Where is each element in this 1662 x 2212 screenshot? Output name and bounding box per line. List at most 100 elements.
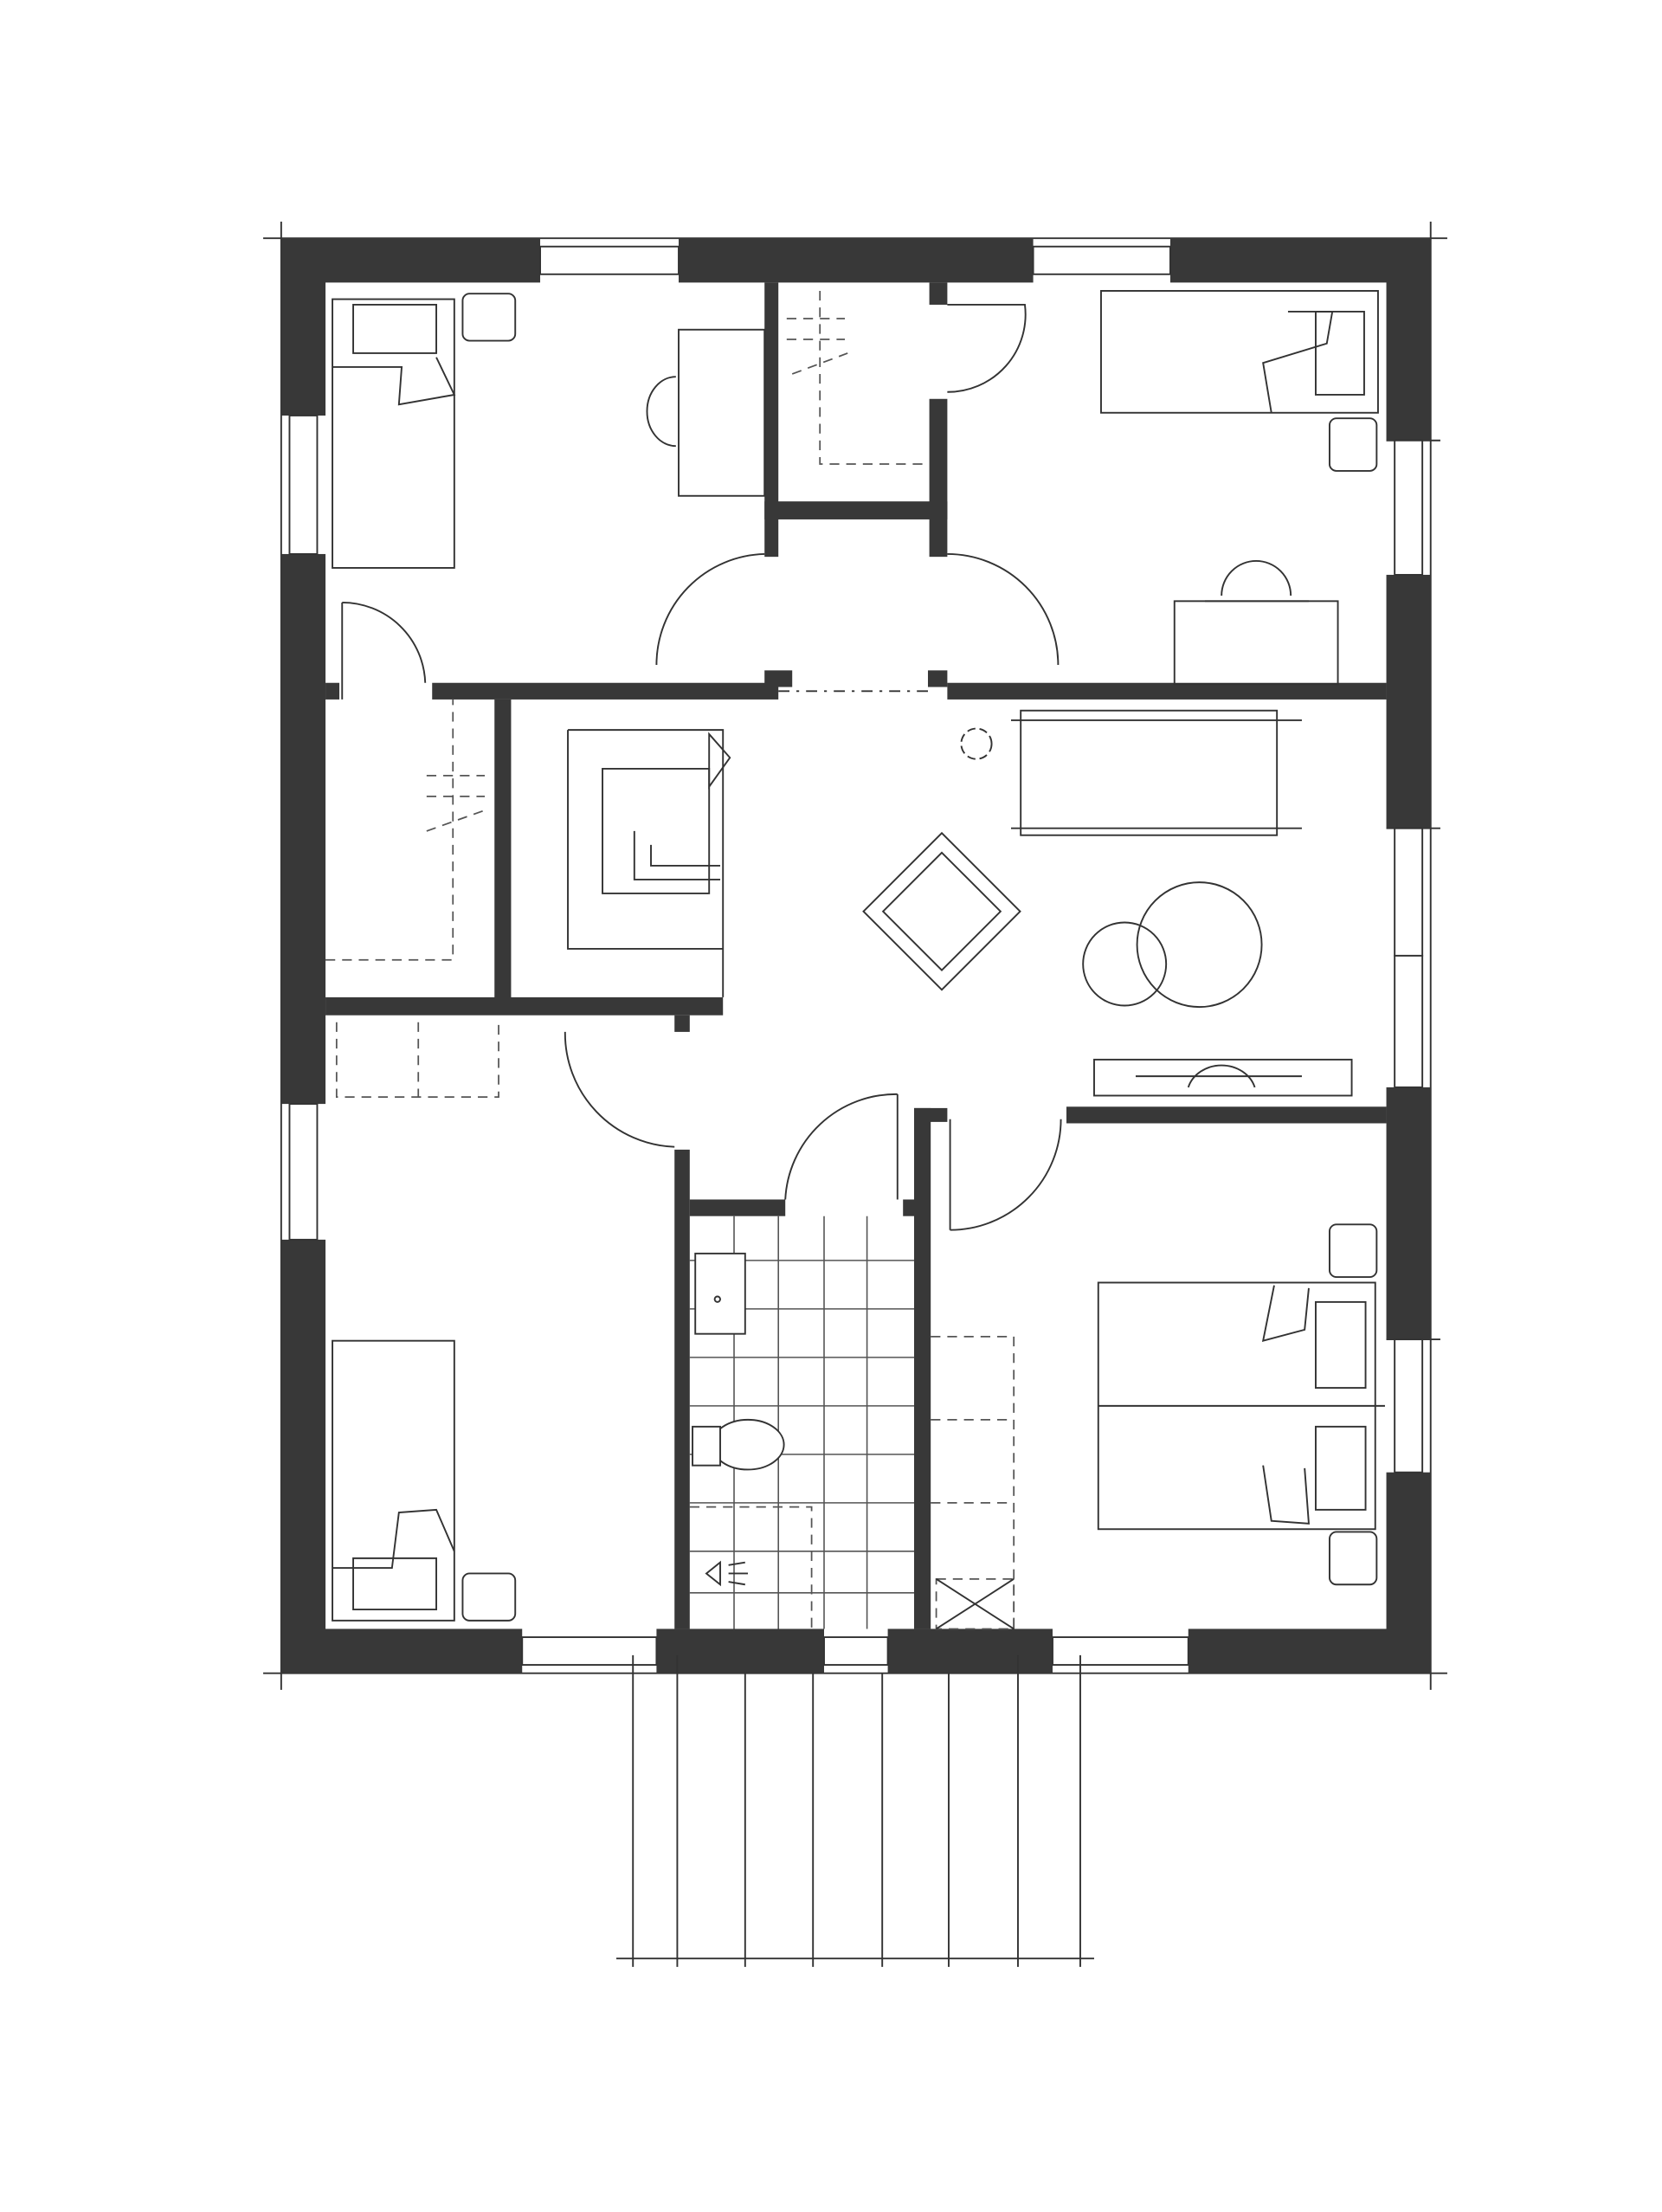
sink (694, 1252, 746, 1335)
window (1394, 954, 1424, 1088)
plan-line (352, 304, 437, 354)
bedroom-bottom-left (332, 1022, 517, 1622)
door-swing (655, 552, 765, 665)
sideboard (1093, 1058, 1353, 1097)
chair (1221, 559, 1292, 596)
door-swing (947, 552, 1060, 665)
plan-line (352, 1557, 437, 1611)
plan-line (689, 1199, 786, 1216)
closet-top (786, 290, 928, 465)
plan-line (325, 996, 724, 1016)
plan-line (708, 732, 731, 790)
plan-line (862, 831, 1021, 991)
desk (1173, 600, 1339, 686)
plan-line (679, 238, 1034, 283)
plan-line (325, 699, 454, 961)
plan-line (713, 1295, 721, 1303)
window (1394, 827, 1424, 957)
plan-line (929, 282, 948, 305)
closet-dashed (335, 1022, 499, 1098)
window (288, 1103, 319, 1241)
plan-line (881, 851, 1002, 971)
guide-lines (263, 221, 1447, 1690)
plan-line (332, 357, 456, 406)
bed (1100, 290, 1379, 414)
plan-line (819, 290, 928, 465)
stairwell (567, 729, 731, 997)
plan-line (927, 670, 948, 687)
plan-line (567, 730, 724, 950)
plan-line (887, 1628, 1053, 1674)
nightstand (1328, 417, 1378, 472)
door-swing (947, 304, 1027, 393)
plan-line (602, 767, 711, 894)
doors (341, 304, 1062, 1231)
plan-line (568, 729, 725, 997)
living-area (862, 709, 1353, 1097)
bed (332, 298, 455, 569)
plan-line (494, 699, 512, 1001)
chair (646, 376, 676, 448)
plan-line (674, 1149, 690, 1629)
plan-line (764, 501, 948, 519)
window (823, 1636, 889, 1667)
door-swing (784, 1093, 898, 1200)
door-swing (342, 601, 427, 683)
wardrobe-left (325, 699, 486, 961)
exterior-deck (616, 1654, 1094, 1967)
plan-line (280, 1628, 523, 1674)
plan-line (935, 1577, 1015, 1630)
exterior-walls (280, 238, 1431, 1674)
plan-line (1386, 238, 1431, 441)
bathroom (689, 1216, 914, 1629)
plan-line (1386, 1087, 1431, 1340)
window (521, 1636, 658, 1667)
plan-line (764, 670, 793, 687)
interior-walls (325, 282, 1387, 1629)
plan-line (1314, 311, 1365, 396)
bedroom-top-right (1100, 290, 1379, 686)
nightstand (461, 1572, 517, 1622)
windows (288, 245, 1424, 1667)
bedroom-top-left (332, 293, 766, 569)
door-swing (564, 1031, 675, 1148)
plan-line (1314, 1425, 1367, 1511)
window (288, 415, 319, 555)
window (539, 245, 680, 275)
plan-line (1262, 311, 1334, 413)
plan-line (936, 1578, 1015, 1630)
plan-line (432, 682, 779, 700)
armchair (862, 831, 1021, 991)
plan-line (633, 830, 721, 880)
plant (960, 727, 993, 760)
plan-line (1314, 1300, 1367, 1390)
nightstand (461, 293, 517, 342)
bedroom-bottom-right (1097, 1223, 1385, 1586)
plan-line (325, 682, 340, 700)
sofa (1020, 709, 1279, 836)
shower (689, 1506, 813, 1629)
plan-line (1262, 1465, 1310, 1525)
door-swing (950, 1119, 1062, 1231)
plan-line (929, 398, 948, 558)
plan-line (692, 1425, 721, 1467)
plan-line (1066, 1106, 1387, 1124)
plan-line (332, 1508, 455, 1570)
plan-line (705, 1560, 749, 1587)
toilet (711, 1418, 785, 1471)
plan-line (280, 238, 541, 416)
nightstand (1328, 1531, 1378, 1586)
plan-line (280, 1239, 326, 1674)
window (1394, 439, 1424, 576)
window (1052, 1636, 1189, 1667)
plan-line (656, 1628, 825, 1674)
plan-line (764, 282, 779, 558)
round-table (1136, 881, 1263, 1009)
plan-line (931, 1335, 1015, 1629)
plan-line (426, 809, 486, 832)
plan-line (280, 553, 326, 1105)
window (1394, 1338, 1424, 1474)
plan-line (913, 1107, 931, 1629)
plan-line (674, 1015, 690, 1032)
side-table (1082, 921, 1168, 1007)
